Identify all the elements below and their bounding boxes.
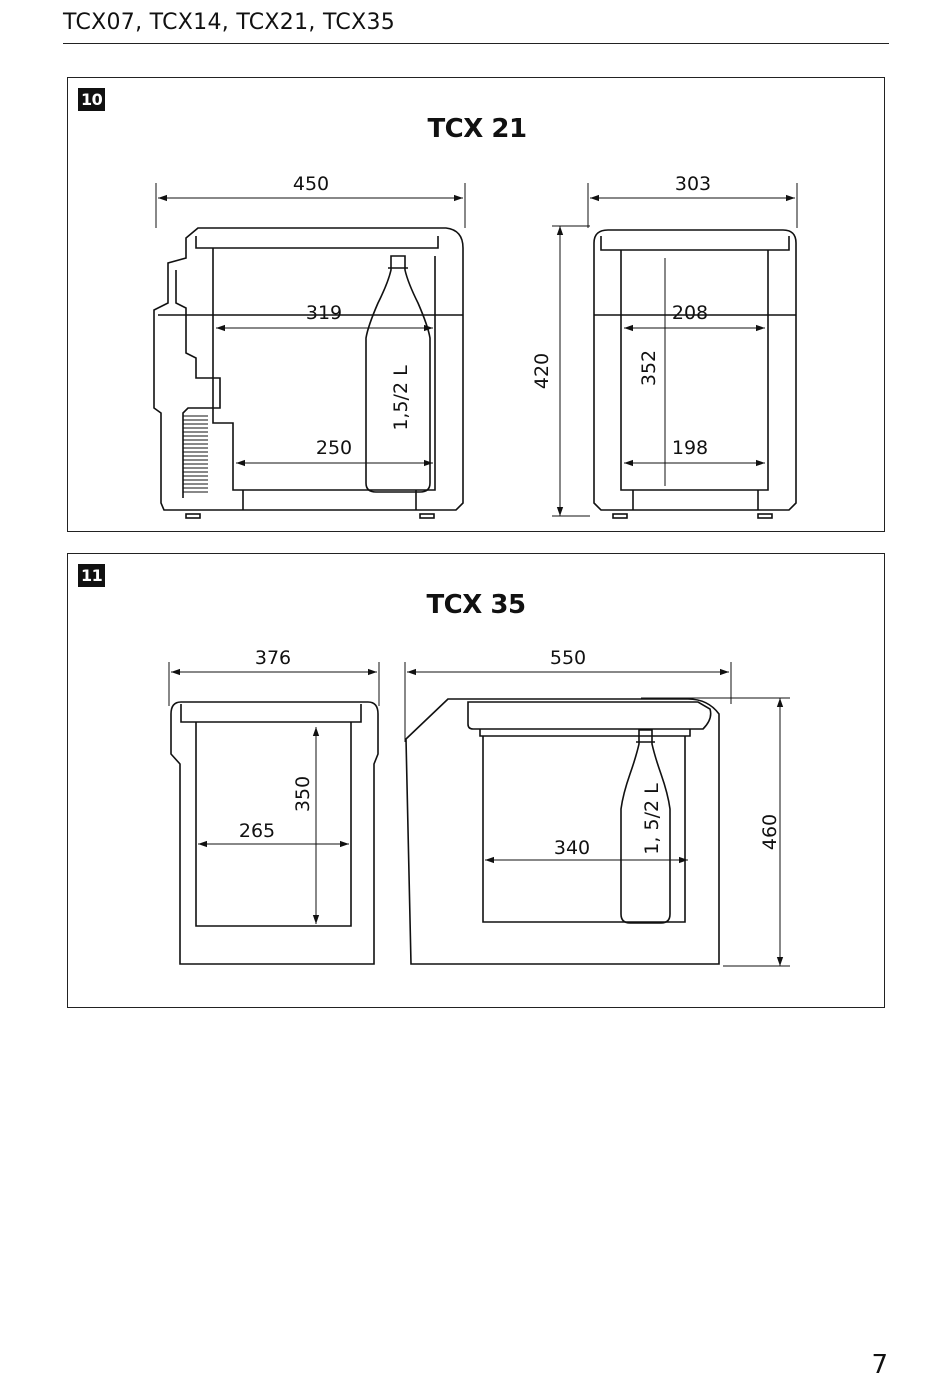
tcx35-dimension-lines	[168, 662, 790, 967]
figure-number-10: 10	[78, 88, 106, 111]
dim-inner-width: 340	[554, 837, 590, 859]
dim-bottle-volume: 1,5/2 L	[390, 365, 412, 431]
figure-number-11: 11	[78, 564, 106, 587]
dim-outer-depth: 303	[675, 173, 711, 195]
dim-bottle-volume: 1, 5/2 L	[641, 783, 663, 855]
tcx35-side-view	[170, 701, 379, 965]
page-number: 7	[871, 1350, 888, 1380]
tcx35-front-view	[405, 698, 720, 965]
dim-inner-depth: 265	[239, 820, 275, 842]
header-rule	[63, 43, 889, 44]
figure-10-panel: 450 303 319 250 1,5/2 L 420 352 208 198 …	[67, 77, 885, 532]
dim-outer-width: 450	[293, 173, 329, 195]
dim-outer-width: 550	[550, 647, 586, 669]
dim-inner-width-top: 319	[306, 302, 342, 324]
tcx35-drawing: 376 550 350 265 340 1, 5/2 L 460	[168, 647, 790, 967]
dim-outer-height: 460	[759, 814, 781, 850]
dim-inner-height: 350	[292, 776, 314, 812]
header-title: TCX07, TCX14, TCX21, TCX35	[63, 10, 396, 35]
dim-inner-depth-bottom: 198	[672, 437, 708, 459]
tcx21-drawing: 450 303 319 250 1,5/2 L 420 352 208 198	[153, 173, 798, 519]
dim-inner-depth-top: 208	[672, 302, 708, 324]
figure-11-panel: 376 550 350 265 340 1, 5/2 L 460 11 TCX …	[67, 553, 885, 1008]
tcx21-side-view	[593, 229, 797, 519]
model-title-tcx35: TCX 35	[426, 590, 526, 620]
dim-outer-depth: 376	[255, 647, 291, 669]
dim-inner-width-bottom: 250	[316, 437, 352, 459]
tcx21-vent-grille	[183, 415, 208, 493]
dim-inner-height: 352	[638, 350, 660, 386]
model-title-tcx21: TCX 21	[427, 114, 527, 144]
tcx21-dimension-lines	[155, 183, 798, 517]
dim-outer-height: 420	[531, 353, 553, 389]
tcx21-front-view	[153, 227, 464, 519]
